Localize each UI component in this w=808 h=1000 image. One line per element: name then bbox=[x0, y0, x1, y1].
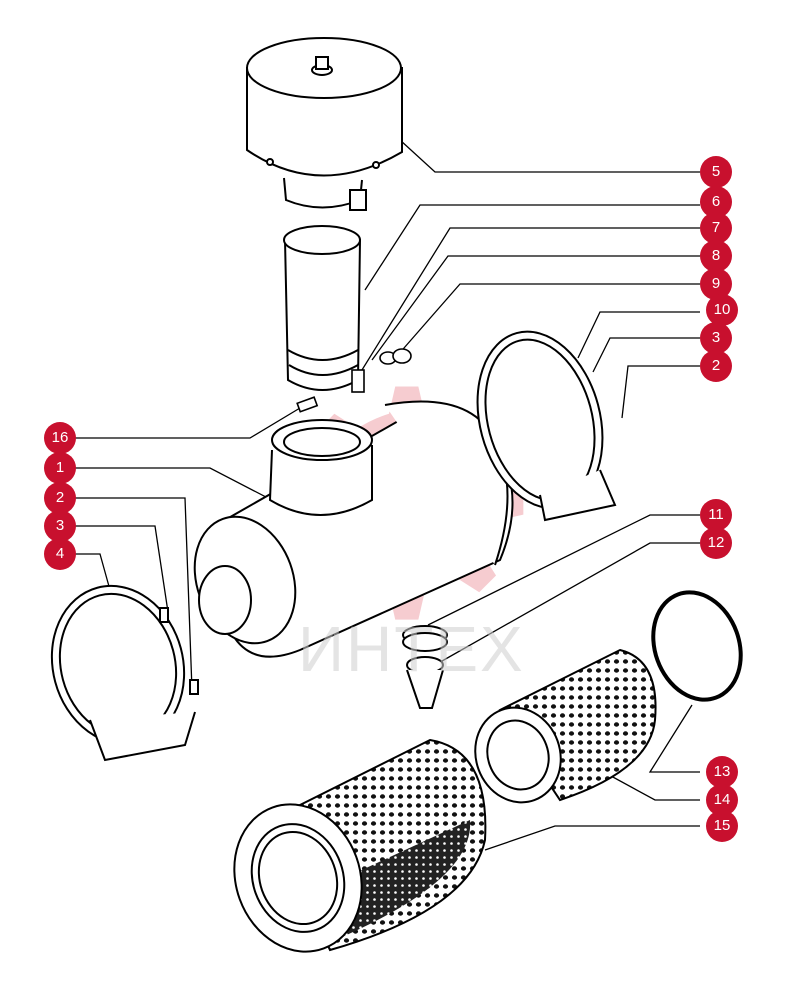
callout-7: 7 bbox=[700, 212, 732, 244]
callout-5: 5 bbox=[700, 156, 732, 188]
callout-2-left: 2 bbox=[44, 482, 76, 514]
callout-1: 1 bbox=[44, 452, 76, 484]
callout-11: 11 bbox=[700, 499, 732, 531]
part-10-right-clamp bbox=[476, 330, 617, 522]
callout-3-right: 3 bbox=[700, 322, 732, 354]
part-5-precleaner-cap bbox=[246, 37, 403, 211]
part-14-inner-filter bbox=[474, 648, 657, 804]
callout-15: 15 bbox=[706, 810, 738, 842]
callout-13: 13 bbox=[706, 756, 738, 788]
part-15-outer-filter bbox=[233, 738, 487, 953]
callout-8: 8 bbox=[700, 240, 732, 272]
small-fasteners bbox=[296, 348, 412, 413]
callout-2-right: 2 bbox=[700, 350, 732, 382]
callout-12: 12 bbox=[700, 527, 732, 559]
part-4-left-clamp bbox=[50, 584, 199, 762]
callout-4: 4 bbox=[44, 538, 76, 570]
part-6-tube bbox=[283, 225, 362, 391]
part-11-12-valve bbox=[402, 625, 448, 709]
callout-10: 10 bbox=[706, 294, 738, 326]
callout-16: 16 bbox=[44, 422, 76, 454]
watermark-text: ИНТЕХ bbox=[298, 613, 525, 685]
callout-3-left: 3 bbox=[44, 510, 76, 542]
part-1-filter-housing bbox=[193, 400, 514, 658]
part-13-o-ring bbox=[651, 590, 743, 702]
leader-lines bbox=[75, 139, 700, 851]
